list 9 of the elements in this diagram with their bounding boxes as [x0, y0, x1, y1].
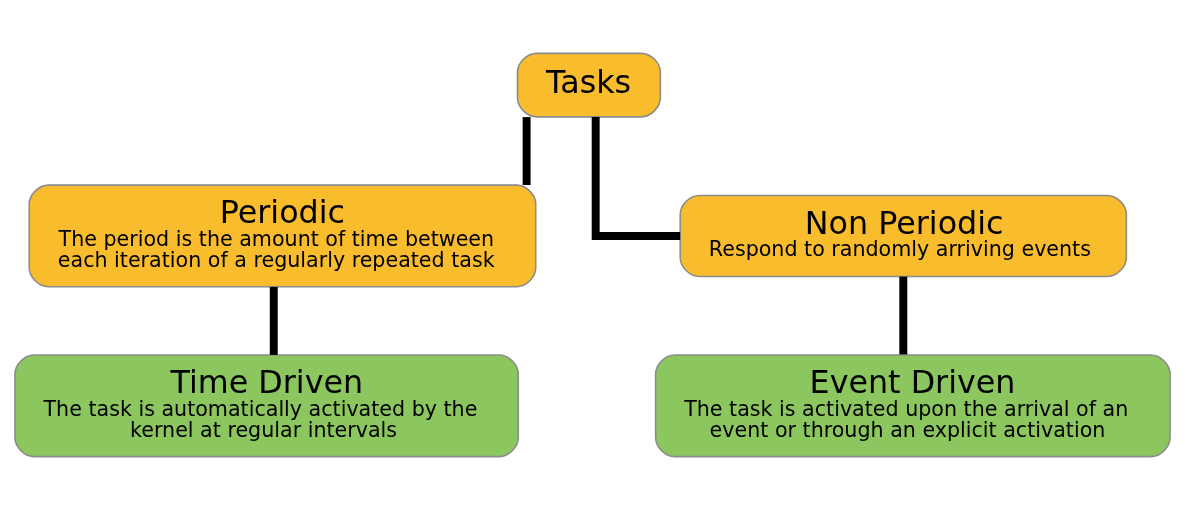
connector: [522, 117, 531, 185]
node-box: Time Driven The task is automatically activated by the kernel at regular intervals: [14, 354, 520, 458]
node-box: Periodic The period is the amount of time between each iteration of a regularly repeated task: [28, 184, 537, 288]
node-box: Non Periodic Respond to randomly arriving events: [679, 194, 1128, 278]
connector: [269, 286, 278, 355]
connector: [899, 276, 908, 355]
connector: [591, 117, 681, 240]
node-box: Tasks: [516, 52, 662, 118]
node-box: Event Driven The task is activated upon the arrival of an event or through an explicit activation: [654, 354, 1171, 458]
